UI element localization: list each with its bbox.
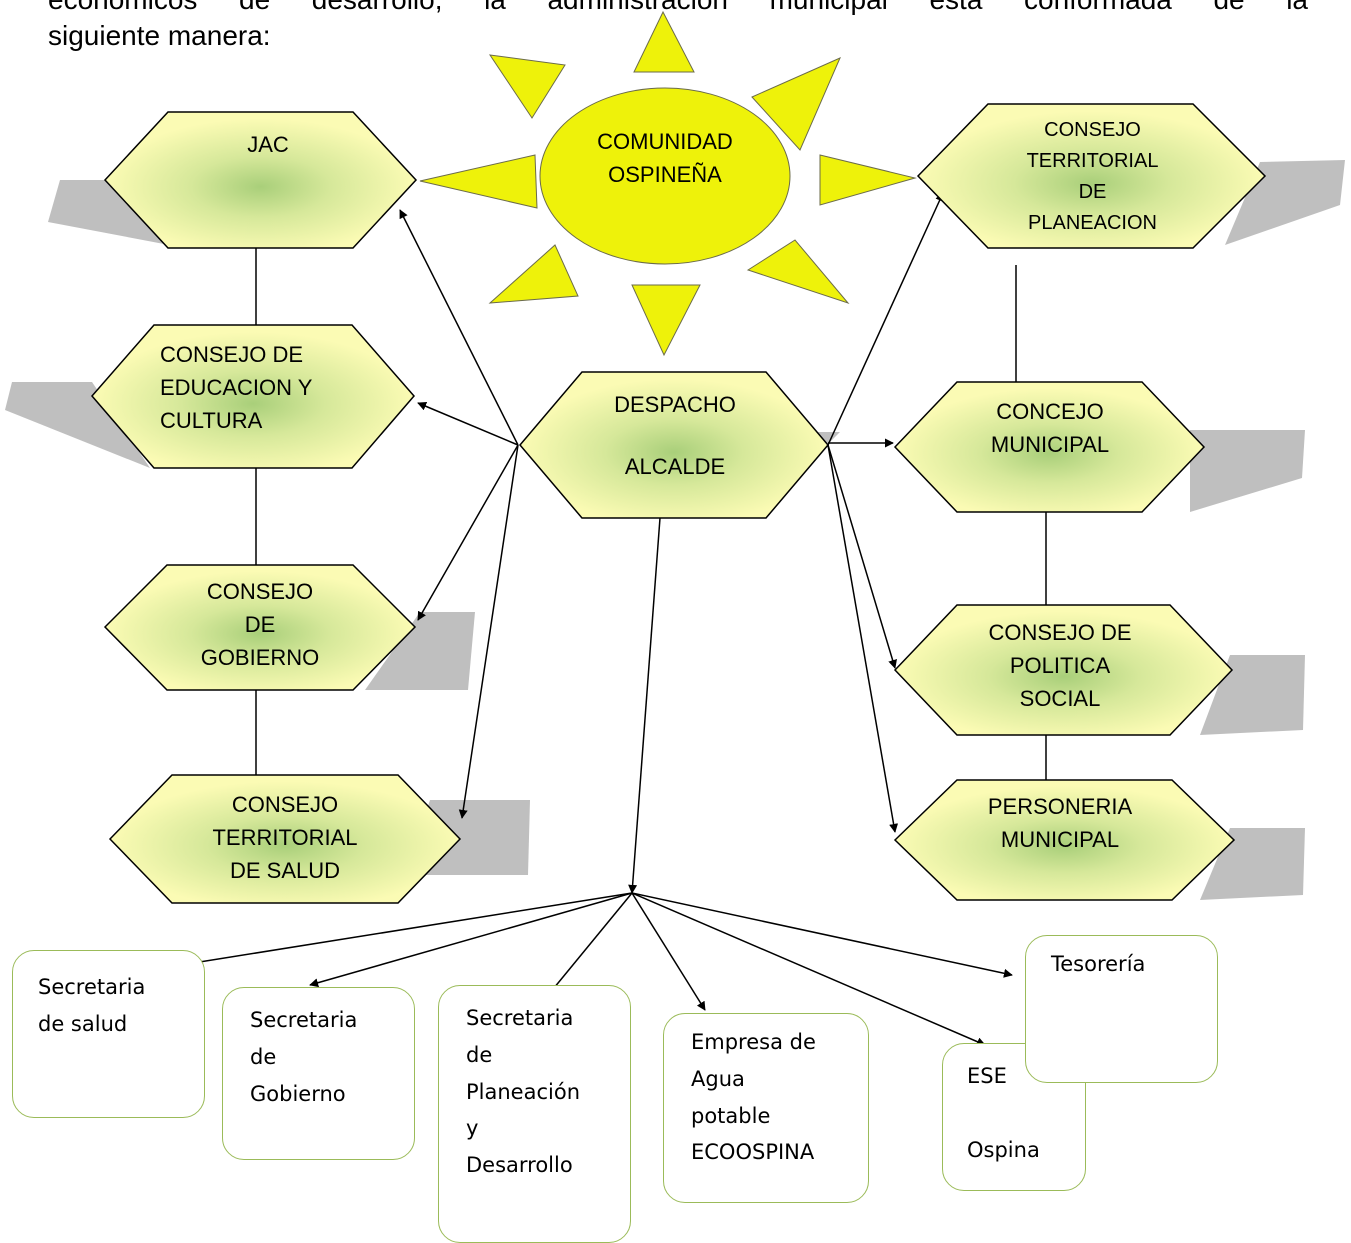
shadow-jac (48, 180, 185, 248)
shadow-gobierno (365, 612, 475, 690)
box-secretaria-planeacion-label: Secretaria de Planeación y Desarrollo (466, 1006, 581, 1177)
hex-concejo (893, 381, 1206, 513)
sun-ray-left (419, 154, 538, 209)
arrow-to-planeacion (827, 192, 944, 446)
hex-planeacion (916, 103, 1267, 249)
box-secretaria-planeacion: Secretaria de Planeación y Desarrollo (438, 985, 631, 1243)
sun-center (539, 87, 791, 265)
arrow-to-empresa-agua (631, 892, 706, 1011)
box-tesoreria-label: Tesorería (1051, 952, 1146, 976)
box-empresa-agua: Empresa de Agua potable ECOOSPINA (663, 1013, 869, 1203)
arrow-to-educacion (417, 401, 519, 446)
hex-gobierno (103, 564, 417, 691)
box-secretaria-gobierno-label: Secretaria de Gobierno (250, 1008, 358, 1106)
intro-line-2: siguiente manera: (48, 19, 271, 51)
sun-ray-bottom-left (488, 244, 579, 304)
box-tesoreria: Tesorería (1025, 935, 1218, 1083)
box-secretaria-salud: Secretaria de salud (12, 950, 205, 1118)
sun-rays (419, 10, 917, 357)
box-secretaria-salud-label: Secretaria de salud (38, 975, 146, 1036)
arrow-to-tesoreria (631, 892, 1013, 978)
sun-ray-top-right (751, 57, 841, 151)
box-empresa-agua-label: Empresa de Agua potable ECOOSPINA (691, 1030, 816, 1165)
arrow-to-sec-gobierno (309, 892, 633, 988)
sun-ray-bottom (631, 284, 701, 357)
arrow-despacho-hub (628, 517, 661, 894)
sun-ray-bottom-right (746, 239, 850, 305)
arrow-to-salud (458, 444, 519, 819)
shadow-educacion (5, 382, 150, 468)
box-secretaria-gobierno: Secretaria de Gobierno (222, 987, 415, 1160)
sun-ray-right (819, 154, 917, 206)
box-ese-label: ESE Ospina (967, 1064, 1040, 1162)
shadow-concejo (1190, 430, 1305, 512)
hex-politica (893, 604, 1234, 736)
hex-personeria (893, 779, 1236, 901)
hex-jac (103, 111, 418, 249)
hexagons (91, 103, 1267, 904)
arrow-to-jac (399, 209, 519, 446)
intro-line-1: económicos de desarrollo, la administrac… (48, 0, 1308, 18)
arrow-to-gobierno (417, 444, 519, 621)
connector-lines (161, 192, 1047, 1046)
hex-salud (108, 774, 462, 904)
arrow-to-sec-salud (161, 892, 633, 972)
intro-paragraph: económicos de desarrollo, la administrac… (48, 0, 1308, 54)
hex-educacion (91, 324, 415, 469)
arrow-to-politica (827, 444, 897, 669)
sun-ray-top (633, 10, 695, 73)
sun-ray-top-left (488, 54, 566, 119)
hex-despacho (519, 371, 829, 519)
arrow-to-personeria (827, 444, 899, 833)
arrow-to-ese (631, 892, 986, 1046)
